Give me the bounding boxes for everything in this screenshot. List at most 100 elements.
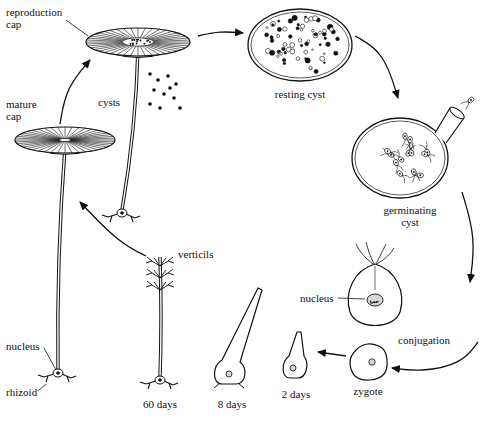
- rhizoid-branch: [135, 216, 140, 218]
- rhizoid-bulb: [117, 209, 127, 217]
- gamete-body: [467, 96, 475, 104]
- gamete-nucleus: [399, 173, 401, 175]
- cyst-content: [277, 27, 281, 31]
- resting-cyst-wall: [248, 9, 352, 81]
- gamete-nucleus: [409, 139, 411, 141]
- leader-line: [44, 348, 56, 370]
- rhizoid-branch: [126, 214, 135, 218]
- gamete-body: [402, 133, 407, 140]
- rhizoid-branch: [214, 383, 244, 388]
- cap-ray: [138, 46, 139, 56]
- gamete-flagellum: [390, 153, 394, 160]
- verticil-branch: [146, 257, 160, 266]
- cyst-content: [283, 62, 285, 64]
- cyst-content: [298, 39, 302, 43]
- cap-top: [86, 28, 190, 56]
- cap-cyst: [132, 42, 134, 44]
- cap-ray: [27, 141, 60, 148]
- cyst-content: [326, 42, 330, 46]
- cyst-content: [272, 24, 274, 26]
- rhizoid-branch: [131, 216, 133, 222]
- spout-opening: [448, 105, 466, 121]
- rhizoid-branch: [71, 376, 76, 378]
- rhizoid-branch: [146, 381, 156, 384]
- stalk-outline: [122, 48, 138, 210]
- cap-ray: [44, 128, 62, 138]
- cyst-dot: [162, 92, 166, 96]
- cyst-content: [319, 44, 321, 46]
- stalk-outline: [160, 257, 161, 378]
- cyst-content: [282, 58, 285, 61]
- gamete-nucleus: [395, 162, 397, 164]
- cyst-content: [270, 36, 273, 39]
- gamete-nucleus: [387, 150, 389, 152]
- cell-seam: [375, 266, 376, 290]
- gamete-flagellum: [461, 102, 469, 104]
- cap-cyst: [130, 43, 132, 45]
- age-label: 60 days: [143, 398, 177, 410]
- cyst-content: [305, 58, 310, 63]
- cyst-content: [305, 42, 309, 46]
- gamete-body: [393, 159, 400, 167]
- cyst-content: [312, 49, 314, 51]
- gamete-body: [411, 168, 417, 175]
- cap-ray: [71, 138, 115, 140]
- gamete-flagellum: [380, 154, 388, 156]
- nucleus-dot: [56, 371, 60, 375]
- cap-cyst: [136, 40, 138, 42]
- gamete-flagellum: [397, 165, 403, 170]
- cyst-content: [336, 37, 340, 41]
- chromatin-dot: [373, 301, 375, 303]
- cyst-content: [279, 52, 282, 55]
- verticil-branch: [146, 269, 160, 278]
- verticil-whorl: [146, 269, 174, 278]
- cap-ray: [140, 46, 145, 56]
- cyst-dot: [178, 106, 182, 110]
- cycle-arrow: [392, 342, 478, 370]
- cycle-arrow: [60, 60, 90, 124]
- cap-ray: [65, 127, 66, 138]
- gamete: [419, 141, 430, 156]
- rhizoid-branch: [62, 374, 71, 378]
- germinating-cyst-inner-wall: [355, 121, 445, 195]
- stalk-inner: [122, 48, 138, 210]
- verticil-branch: [160, 269, 174, 278]
- verticil-branch: [160, 257, 174, 266]
- cyst-content: [278, 53, 280, 55]
- rhizoid-branch: [169, 383, 171, 389]
- stage-label: reproduction cap: [6, 6, 70, 30]
- rhizoid-drawing: [38, 369, 76, 382]
- gamete-nucleus: [413, 171, 415, 173]
- stage-label: conjugation: [398, 334, 450, 346]
- cap-cyst: [133, 39, 135, 41]
- spout-side: [435, 108, 450, 133]
- cap-top: [15, 127, 115, 153]
- cyst-content: [277, 35, 280, 38]
- cap-ray: [87, 43, 123, 44]
- cyst-dot: [158, 106, 162, 110]
- rhizoid-branch: [46, 376, 48, 382]
- cyst-content: [271, 21, 276, 26]
- cap-ray: [32, 130, 61, 139]
- cyst-content: [309, 66, 312, 69]
- cyst-content: [300, 24, 304, 28]
- cyst-dot: [156, 78, 160, 82]
- cap-ray: [86, 42, 122, 43]
- cyst-dot: [148, 102, 152, 106]
- cap-ray: [67, 141, 79, 152]
- cap-ray: [69, 141, 98, 150]
- cap-cyst: [144, 43, 146, 45]
- cap-center: [122, 38, 153, 46]
- life-cycle-drawing: [15, 9, 478, 391]
- flagellum: [356, 244, 373, 264]
- stage-label: zygote: [353, 385, 382, 397]
- rhizoid-branch: [110, 216, 112, 222]
- gamete-nucleus: [470, 99, 472, 101]
- gamete-flagellum: [426, 141, 427, 149]
- cap-ray: [70, 131, 103, 138]
- cyst-dot: [152, 88, 156, 92]
- young-cell: [283, 332, 307, 378]
- cyst-content: [292, 15, 297, 20]
- cyst-content: [323, 29, 327, 33]
